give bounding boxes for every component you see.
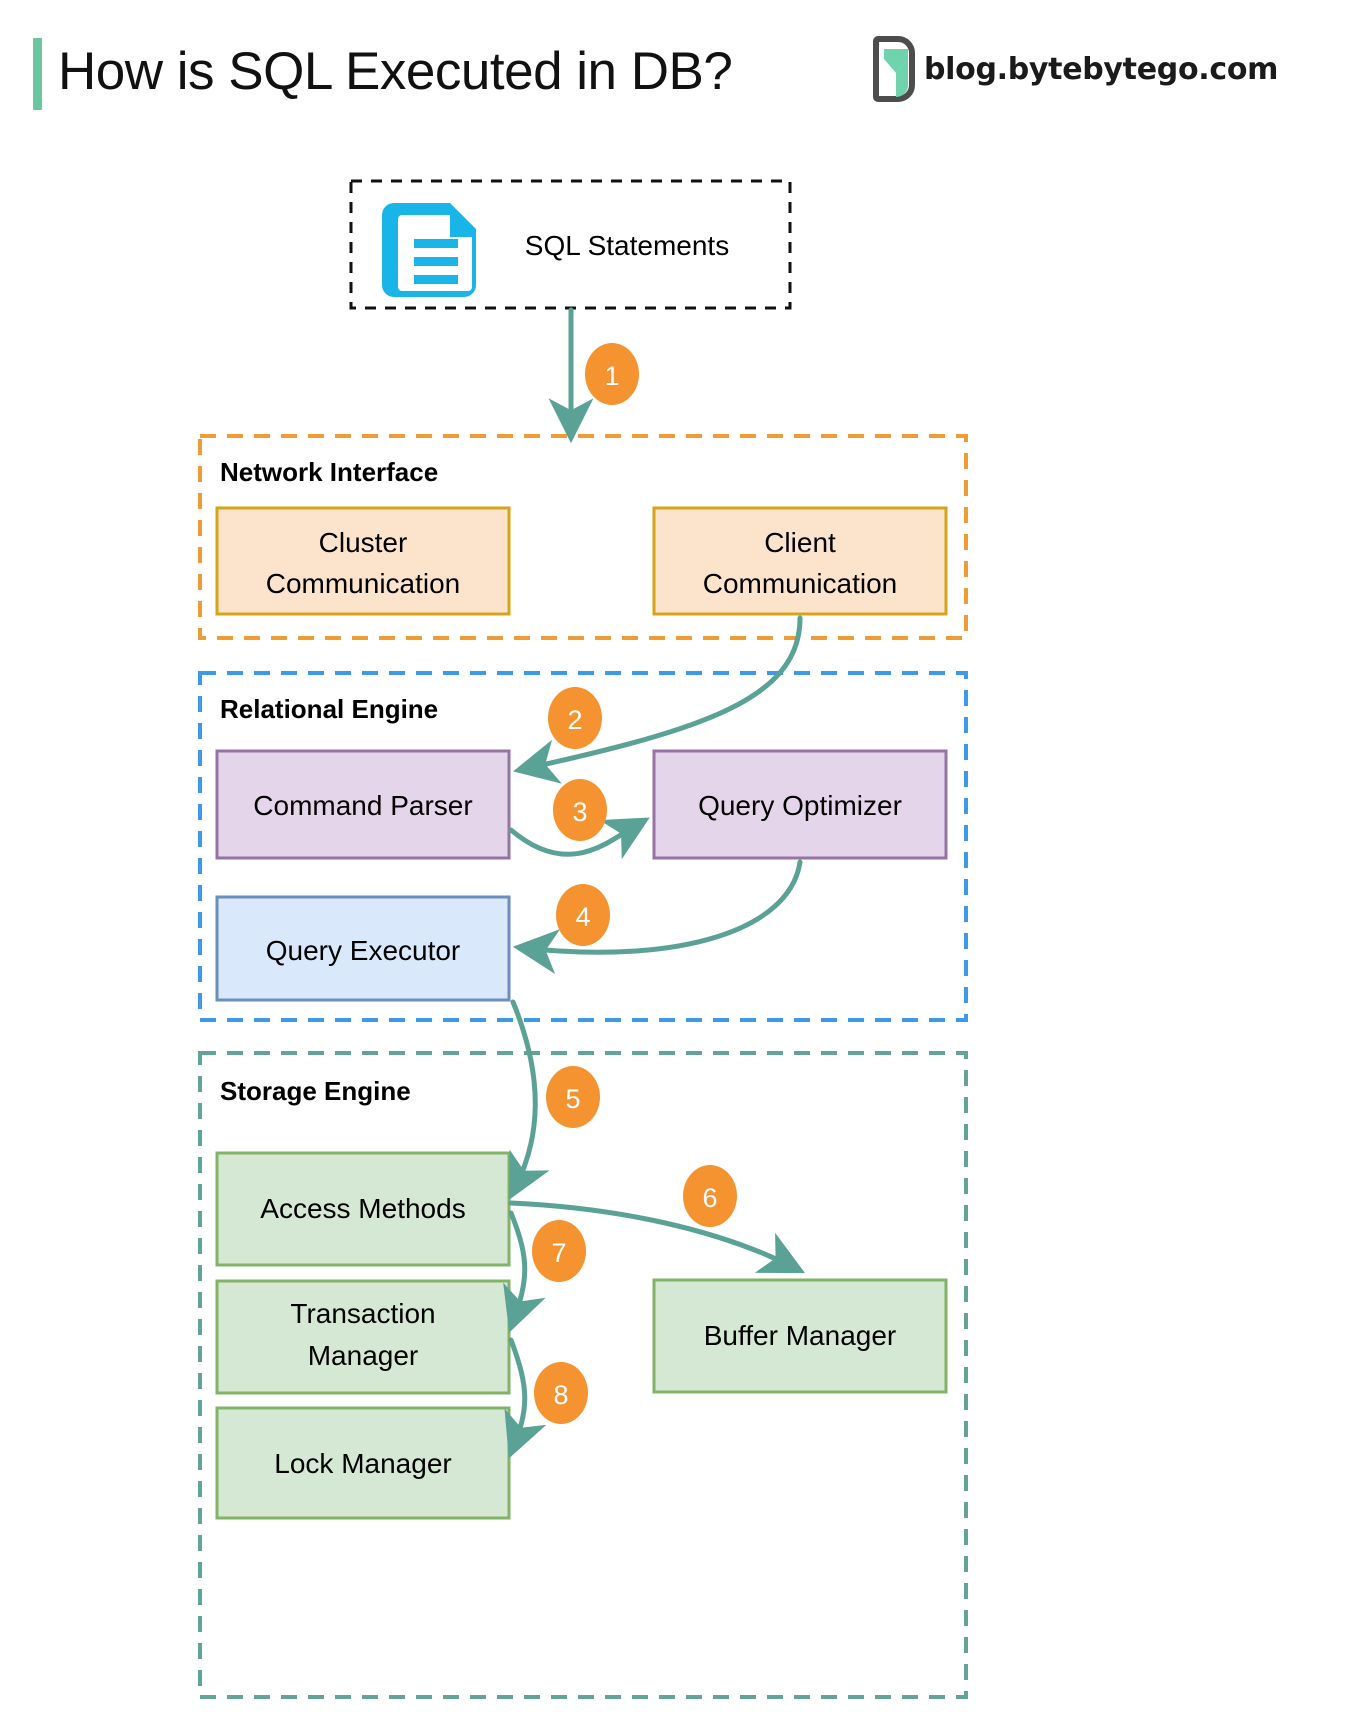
sql-statements-box[interactable]: SQL Statements [349,179,792,310]
step-badge-2-label: 2 [567,705,582,735]
lock-manager-label: Lock Manager [274,1448,451,1479]
title-accent-bar [33,38,42,110]
transaction-manager-label-1: Transaction [290,1298,435,1329]
storage-engine-border [198,1051,968,1699]
buffer-manager-rect [652,1278,948,1394]
node-client-communication[interactable]: Client Communication [652,506,948,616]
brand-text: blog.bytebytego.com [924,51,1279,87]
document-icon [382,203,476,297]
relational-engine-label: Relational Engine [220,694,438,724]
group-relational-engine: Relational Engine [198,671,968,1022]
network-interface-label: Network Interface [220,457,438,487]
cluster-communication-rect [215,506,511,616]
step-badge-2: 2 [548,687,602,749]
node-command-parser[interactable]: Command Parser [215,749,511,860]
arrows [503,307,806,1459]
query-optimizer-label: Query Optimizer [698,790,902,821]
client-communication-label-2: Communication [703,568,898,599]
step-badge-4-label: 4 [575,902,590,932]
query-executor-label: Query Executor [266,935,461,966]
step-badge-4: 4 [556,884,610,946]
arrow-2 [513,615,803,784]
buffer-manager-label: Buffer Manager [704,1320,897,1351]
step-badges: 1 2 3 4 5 6 7 [532,343,737,1424]
access-methods-rect [215,1151,511,1267]
bytebytego-logo-icon [873,36,915,102]
query-optimizer-rect [652,749,948,860]
step-badge-3: 3 [553,779,607,841]
cluster-communication-label-1: Cluster [319,527,408,558]
node-cluster-communication[interactable]: Cluster Communication [215,506,511,616]
command-parser-rect [215,749,511,860]
step-badge-1-label: 1 [604,361,619,391]
page-header: How is SQL Executed in DB? blog.bytebyte… [0,0,1358,140]
step-badge-6: 6 [683,1165,737,1227]
step-badge-5: 5 [546,1066,600,1128]
flow-diagram: SQL Statements Network Interface Cluster… [198,179,968,1699]
node-query-executor[interactable]: Query Executor [215,895,511,1002]
arrow-4 [512,859,803,975]
step-badge-3-label: 3 [572,797,587,827]
arrow-3 [508,817,650,860]
node-buffer-manager[interactable]: Buffer Manager [652,1278,948,1394]
step-badge-7-label: 7 [551,1238,566,1268]
client-communication-rect [652,506,948,616]
storage-engine-label: Storage Engine [220,1076,411,1106]
arrow-6 [508,1200,806,1274]
step-badge-8-label: 8 [553,1380,568,1410]
command-parser-label: Command Parser [253,790,472,821]
cluster-communication-label-2: Communication [266,568,461,599]
node-query-optimizer[interactable]: Query Optimizer [652,749,948,860]
transaction-manager-rect [215,1279,511,1395]
relational-engine-border [198,671,968,1022]
page-title: How is SQL Executed in DB? [58,42,733,101]
step-badge-6-label: 6 [702,1183,717,1213]
query-executor-rect [215,895,511,1002]
node-transaction-manager[interactable]: Transaction Manager [215,1279,511,1395]
step-badge-1: 1 [585,343,639,405]
sql-statements-label: SQL Statements [525,230,729,261]
group-storage-engine: Storage Engine [198,1051,968,1699]
step-badge-8: 8 [534,1362,588,1424]
brand: blog.bytebytego.com [870,33,1278,105]
client-communication-label-1: Client [764,527,836,558]
arrow-5 [508,999,550,1200]
access-methods-label: Access Methods [260,1193,465,1224]
step-badge-7: 7 [532,1220,586,1282]
node-lock-manager[interactable]: Lock Manager [215,1406,511,1520]
step-badge-5-label: 5 [565,1084,580,1114]
lock-manager-rect [215,1406,511,1520]
arrow-7 [503,1210,546,1333]
transaction-manager-label-2: Manager [308,1340,419,1371]
node-access-methods[interactable]: Access Methods [215,1151,511,1267]
arrow-8 [504,1337,547,1459]
